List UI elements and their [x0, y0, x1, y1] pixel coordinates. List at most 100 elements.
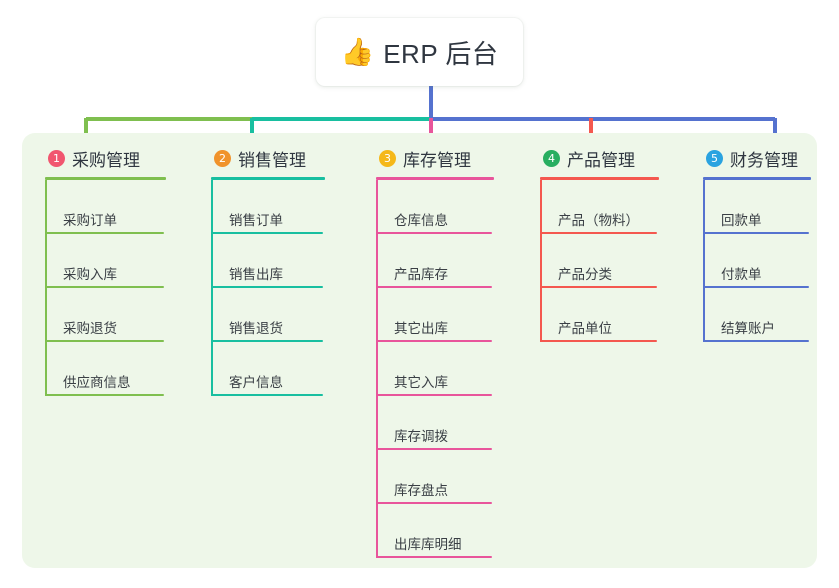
leaf-item-label: 销售退货: [229, 321, 283, 336]
leaf-item[interactable]: 付款单: [686, 234, 834, 288]
leaf-item-rule: [211, 340, 323, 342]
leaf-item-rule: [540, 340, 657, 342]
leaf-item-rule: [376, 232, 492, 234]
leaf-item[interactable]: 采购订单: [28, 180, 178, 234]
leaf-item-rule: [376, 394, 492, 396]
branch-header-rule: [45, 177, 166, 180]
leaf-item-rule: [45, 340, 164, 342]
branch-item-list: 产品（物料） 产品分类产品单位: [523, 180, 673, 342]
leaf-item[interactable]: 供应商信息: [28, 342, 178, 396]
leaf-item[interactable]: 采购入库: [28, 234, 178, 288]
leaf-item-label: 供应商信息: [63, 375, 131, 390]
leaf-item-label: 产品（物料）: [558, 213, 639, 228]
branch-column-4: 4 产品管理产品（物料） 产品分类产品单位: [523, 145, 673, 342]
leaf-item-label: 仓库信息: [394, 213, 448, 228]
branch-header-1[interactable]: 1 采购管理: [28, 145, 178, 171]
branch-column-2: 2 销售管理销售订单销售出库销售退货客户信息: [194, 145, 344, 396]
leaf-item-rule: [703, 232, 809, 234]
root-node-card[interactable]: 👍 ERP 后台: [316, 18, 523, 86]
leaf-item[interactable]: 销售订单: [194, 180, 344, 234]
branch-header-3[interactable]: 3 库存管理: [359, 145, 509, 171]
root-title: ERP 后台: [383, 38, 499, 69]
branch-spine: [703, 180, 705, 342]
leaf-item-rule: [45, 232, 164, 234]
leaf-item[interactable]: 库存盘点: [359, 450, 509, 504]
leaf-item-rule: [211, 286, 323, 288]
branch-badge-icon: 1: [48, 149, 65, 167]
branch-badge-icon: 5: [706, 149, 723, 167]
branch-title: 销售管理: [238, 150, 306, 170]
leaf-item[interactable]: 销售退货: [194, 288, 344, 342]
leaf-item[interactable]: 产品单位: [523, 288, 673, 342]
branch-badge-icon: 3: [379, 149, 396, 167]
leaf-item-label: 结算账户: [721, 321, 775, 336]
branch-header-rule: [540, 177, 659, 180]
leaf-item[interactable]: 客户信息: [194, 342, 344, 396]
leaf-item-rule: [376, 502, 492, 504]
leaf-item-label: 产品库存: [394, 267, 448, 282]
leaf-item-label: 产品分类: [558, 267, 612, 282]
leaf-item-label: 采购入库: [63, 267, 117, 282]
leaf-item[interactable]: 结算账户: [686, 288, 834, 342]
branch-spine: [376, 180, 378, 558]
branch-header-rule: [376, 177, 494, 180]
leaf-item-rule: [45, 286, 164, 288]
branch-badge-icon: 4: [543, 149, 560, 167]
leaf-item-label: 产品单位: [558, 321, 612, 336]
leaf-item-label: 其它入库: [394, 375, 448, 390]
leaf-item[interactable]: 产品分类: [523, 234, 673, 288]
leaf-item-rule: [376, 340, 492, 342]
branch-title: 库存管理: [403, 150, 471, 170]
leaf-item-label: 库存调拨: [394, 429, 448, 444]
branch-column-1: 1 采购管理采购订单采购入库采购退货供应商信息: [28, 145, 178, 396]
branch-spine: [540, 180, 542, 342]
branch-column-3: 3 库存管理仓库信息产品库存其它出库其它入库库存调拨库存盘点出库库明细: [359, 145, 509, 558]
branch-spine: [45, 180, 47, 396]
leaf-item-rule: [703, 340, 809, 342]
branch-badge-icon: 2: [214, 149, 231, 167]
branch-item-list: 仓库信息产品库存其它出库其它入库库存调拨库存盘点出库库明细: [359, 180, 509, 558]
leaf-item[interactable]: 其它出库: [359, 288, 509, 342]
leaf-item-label: 采购订单: [63, 213, 117, 228]
diagram-panel: [22, 133, 817, 568]
branch-item-list: 回款单付款单结算账户: [686, 180, 834, 342]
leaf-item-rule: [45, 394, 164, 396]
branch-header-2[interactable]: 2 销售管理: [194, 145, 344, 171]
leaf-item-label: 销售订单: [229, 213, 283, 228]
branch-header-4[interactable]: 4 产品管理: [523, 145, 673, 171]
leaf-item[interactable]: 其它入库: [359, 342, 509, 396]
leaf-item-rule: [376, 556, 492, 558]
leaf-item-rule: [703, 286, 809, 288]
branch-header-rule: [703, 177, 811, 180]
leaf-item-label: 付款单: [721, 267, 762, 282]
leaf-item-rule: [211, 232, 323, 234]
leaf-item-label: 库存盘点: [394, 483, 448, 498]
branch-item-list: 采购订单采购入库采购退货供应商信息: [28, 180, 178, 396]
branch-header-rule: [211, 177, 325, 180]
leaf-item-label: 其它出库: [394, 321, 448, 336]
leaf-item-rule: [376, 286, 492, 288]
leaf-item-rule: [211, 394, 323, 396]
leaf-item-rule: [540, 232, 657, 234]
branch-title: 财务管理: [730, 150, 798, 170]
leaf-item-rule: [540, 286, 657, 288]
leaf-item[interactable]: 产品库存: [359, 234, 509, 288]
leaf-item[interactable]: 出库库明细: [359, 504, 509, 558]
leaf-item[interactable]: 销售出库: [194, 234, 344, 288]
leaf-item[interactable]: 产品（物料）: [523, 180, 673, 234]
leaf-item[interactable]: 库存调拨: [359, 396, 509, 450]
leaf-item[interactable]: 仓库信息: [359, 180, 509, 234]
branch-spine: [211, 180, 213, 396]
leaf-item-label: 销售出库: [229, 267, 283, 282]
thumbs-up-icon: 👍: [340, 36, 375, 67]
branch-header-5[interactable]: 5 财务管理: [686, 145, 834, 171]
leaf-item-label: 出库库明细: [394, 537, 462, 552]
branch-item-list: 销售订单销售出库销售退货客户信息: [194, 180, 344, 396]
branch-column-5: 5 财务管理回款单付款单结算账户: [686, 145, 834, 342]
leaf-item[interactable]: 回款单: [686, 180, 834, 234]
leaf-item-rule: [376, 448, 492, 450]
leaf-item[interactable]: 采购退货: [28, 288, 178, 342]
branch-title: 采购管理: [72, 150, 140, 170]
branch-title: 产品管理: [567, 150, 635, 170]
